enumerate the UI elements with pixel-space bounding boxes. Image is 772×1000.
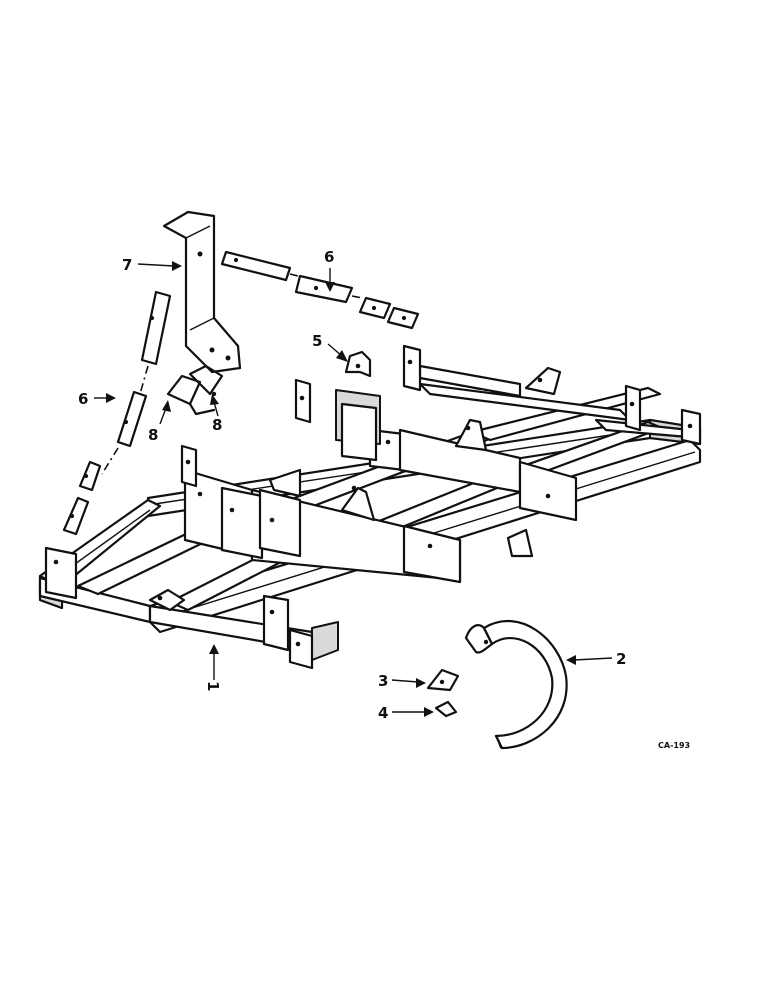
part-5-clip <box>344 350 372 378</box>
part-8-u-bolts <box>166 364 224 416</box>
part-4-bolt <box>434 700 458 718</box>
part-6-strap-left <box>62 290 172 536</box>
callout-1: 1 <box>204 681 222 691</box>
callout-8-right: 8 <box>212 416 222 434</box>
part-3-bracket <box>426 668 460 692</box>
part-7-bracket <box>162 210 242 374</box>
part-2-curved-strap <box>464 620 568 750</box>
callout-6-upper: 6 <box>324 248 334 266</box>
frame-assembly <box>38 344 702 670</box>
callout-8-left: 8 <box>148 426 158 444</box>
leader-arrows <box>94 261 613 717</box>
callout-5: 5 <box>312 332 322 350</box>
callout-4: 4 <box>378 704 388 722</box>
callout-3: 3 <box>378 672 388 690</box>
drawing-code: CA-193 <box>658 741 690 750</box>
callout-6-left: 6 <box>78 390 88 408</box>
callout-2: 2 <box>616 650 626 668</box>
callout-7: 7 <box>122 256 132 274</box>
part-6-strap-upper <box>220 250 420 330</box>
